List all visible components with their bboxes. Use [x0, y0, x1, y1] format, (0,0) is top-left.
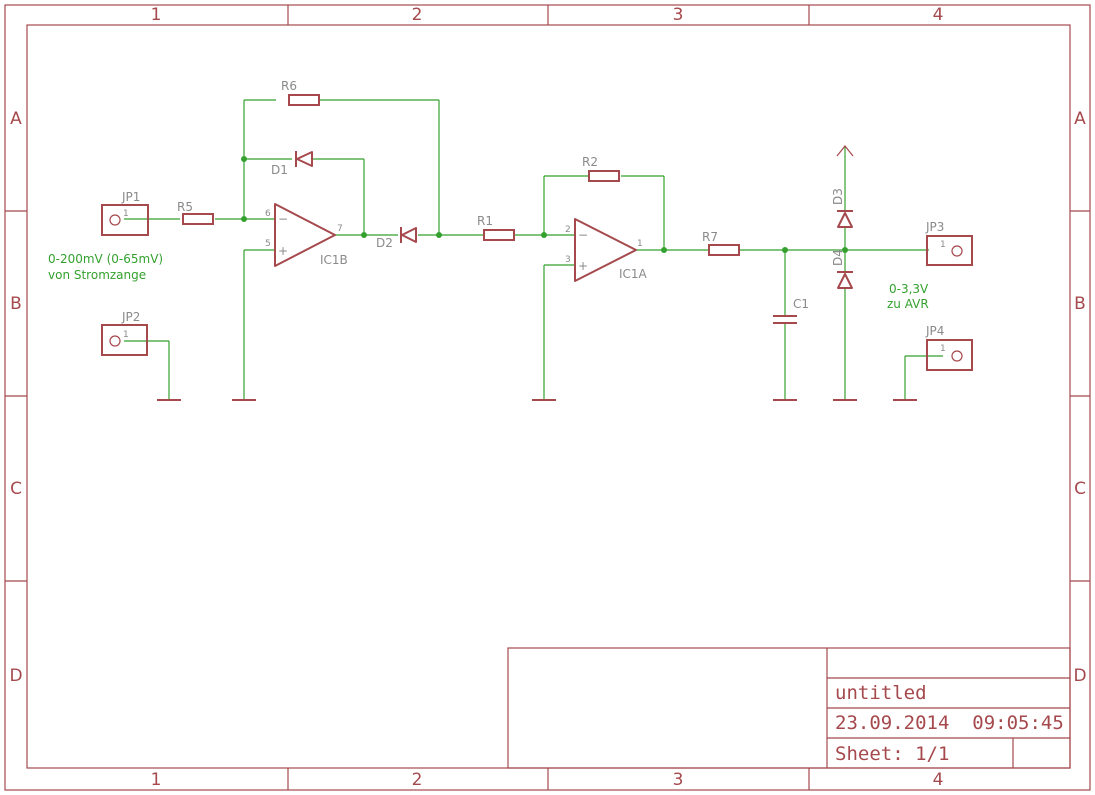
col-label-3-top: 3 — [673, 5, 684, 25]
output-range-note: 0-3,3V — [889, 282, 929, 296]
connector-jp2: 1 JP2 — [101, 310, 148, 356]
ic1a-plus: + — [578, 259, 588, 273]
connector-jp4: 1 JP4 — [925, 324, 973, 371]
row-label-d-left: D — [9, 666, 22, 686]
d2-label: D2 — [376, 236, 393, 250]
ic1b-label: IC1B — [320, 253, 348, 267]
ic1b-pin6: 6 — [265, 209, 271, 219]
col-label-1-top: 1 — [151, 5, 162, 25]
grid-row-labels: A B C D A B C D — [9, 109, 1086, 686]
ic1a-pin1: 1 — [637, 239, 643, 249]
d1-label: D1 — [271, 163, 288, 177]
ic1a-pin3: 3 — [565, 255, 571, 265]
title-block: untitled 23.09.2014 09:05:45 Sheet: 1/1 — [507, 647, 1071, 769]
r1-label: R1 — [477, 214, 493, 228]
row-label-c-right: C — [1074, 479, 1086, 499]
ic1b-plus: + — [278, 244, 288, 258]
ic1b-pin7: 7 — [337, 224, 343, 234]
connector-jp1: 1 JP1 — [101, 190, 149, 236]
resistor-r2: R2 — [582, 155, 620, 182]
opamp-ic1b: − + 6 5 7 IC1B — [265, 203, 348, 267]
col-label-2-top: 2 — [412, 5, 423, 25]
c1-label: C1 — [793, 297, 809, 311]
d3-label: D3 — [831, 188, 845, 205]
jp2-pin: 1 — [123, 330, 129, 340]
title-block-datetime: 23.09.2014 09:05:45 — [835, 712, 1064, 734]
row-label-b-right: B — [1074, 294, 1086, 314]
resistor-r7: R7 — [702, 230, 740, 256]
jp2-label: JP2 — [121, 310, 140, 324]
r2-label: R2 — [582, 155, 598, 169]
wires — [124, 99, 943, 400]
r6-label: R6 — [281, 79, 297, 93]
jp4-pin: 1 — [940, 344, 946, 354]
ic1a-label: IC1A — [619, 267, 648, 281]
resistor-r5: R5 — [177, 200, 214, 225]
drawing-frame — [4, 4, 1091, 791]
r5-label: R5 — [177, 200, 193, 214]
capacitor-c1: C1 — [773, 297, 809, 324]
title-block-title: untitled — [835, 682, 927, 704]
resistor-r6: R6 — [281, 79, 320, 106]
row-label-b-left: B — [10, 294, 22, 314]
diode-d2: D2 — [376, 227, 417, 250]
opamp-ic1a: − + 2 3 1 IC1A — [565, 218, 648, 282]
resistor-r1: R1 — [477, 214, 515, 241]
diode-d1: D1 — [271, 151, 313, 177]
ic1b-minus: − — [278, 212, 288, 226]
ic1a-minus: − — [578, 228, 588, 242]
output-target-note: zu AVR — [887, 297, 929, 311]
jp3-pin: 1 — [940, 240, 946, 250]
jp4-label: JP4 — [925, 324, 944, 338]
row-label-d-right: D — [1073, 666, 1086, 686]
col-label-1-bottom: 1 — [151, 770, 162, 790]
col-label-3-bottom: 3 — [673, 770, 684, 790]
r7-label: R7 — [702, 230, 718, 244]
supply-arrow-icon — [836, 145, 854, 157]
jp1-label: JP1 — [121, 190, 140, 204]
col-label-2-bottom: 2 — [412, 770, 423, 790]
input-range-note: 0-200mV (0-65mV) — [48, 252, 163, 266]
diode-d4: D4 — [831, 249, 853, 289]
diode-d3: D3 — [831, 188, 853, 228]
junctions — [241, 156, 848, 253]
row-label-a-left: A — [10, 109, 22, 129]
grid-column-labels: 1 2 3 4 1 2 3 4 — [151, 5, 944, 790]
col-label-4-bottom: 4 — [933, 770, 944, 790]
input-source-note: von Stromzange — [48, 268, 146, 282]
d4-label: D4 — [831, 249, 845, 266]
title-block-sheet: Sheet: 1/1 — [835, 743, 949, 765]
col-label-4-top: 4 — [933, 5, 944, 25]
jp3-label: JP3 — [925, 220, 944, 234]
connector-jp3: 1 JP3 — [925, 220, 973, 266]
ic1b-pin5: 5 — [265, 239, 271, 249]
row-label-a-right: A — [1074, 109, 1086, 129]
ic1a-pin2: 2 — [565, 225, 571, 235]
row-label-c-left: C — [10, 479, 22, 499]
jp1-pin: 1 — [123, 209, 129, 219]
